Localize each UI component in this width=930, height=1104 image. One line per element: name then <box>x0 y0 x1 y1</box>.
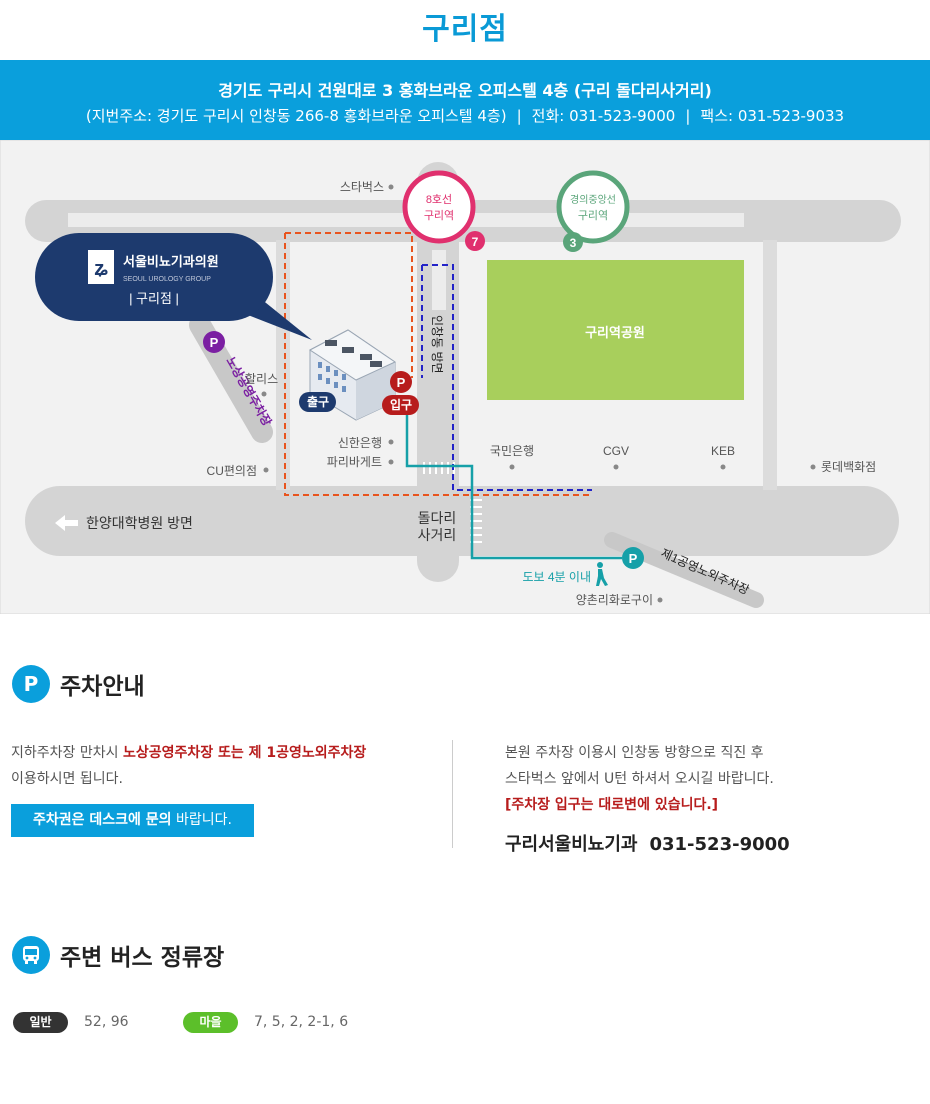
crosswalk <box>423 462 455 474</box>
clinic-parking-marker <box>390 371 412 393</box>
clinic-logo-branch: | 구리점 | <box>129 291 179 306</box>
vertical-road-median <box>432 250 446 310</box>
walking-route <box>405 410 622 560</box>
bus-type-badge: 일반 <box>13 1011 68 1033</box>
clinic-phone: 031-523-9000 <box>649 834 790 855</box>
landmark-keb: KEB <box>711 444 735 458</box>
side-lane <box>276 240 290 490</box>
side-lane <box>763 240 777 490</box>
station-name: 구리역 <box>424 209 454 222</box>
ticket-rest: 바랍니다. <box>171 812 232 828</box>
parking-info-left: 지하주차장 만차시 노상공영주차장 또는 제 1공영노외주차장 이용하시면 됩니… <box>11 740 431 792</box>
roadside-parking-marker <box>203 331 225 353</box>
separator: | <box>685 107 691 125</box>
station-line-label: 경의중앙선 <box>570 193 616 206</box>
clinic-logo-name: 서울비뇨기과의원 <box>123 254 219 269</box>
parking-letter: P <box>629 551 638 566</box>
parking-letter: P <box>210 335 219 350</box>
landmark-kookmin: 국민은행 <box>490 443 534 458</box>
page-title: 구리점 <box>422 12 508 47</box>
main-road <box>25 486 899 556</box>
crossroad-label: 사거리 <box>418 527 457 543</box>
parking-section-header: P 주차안내 <box>12 665 145 703</box>
route-blue <box>421 264 592 491</box>
road-direction-label: 한양대학병원 방면 <box>86 515 193 531</box>
walking-person-icon <box>596 562 608 586</box>
landmark-hollys: 할리스 <box>245 372 278 386</box>
entrance-badge <box>382 395 419 415</box>
entrance-label: 입구 <box>390 398 412 412</box>
landmark-cgv: CGV <box>603 444 629 458</box>
landmark-starbucks: 스타벅스 <box>340 180 384 194</box>
parking-text: 스타벅스 앞에서 U턴 하셔서 오시길 바랍니다. <box>505 771 774 787</box>
walk-time-label: 도보 4분 이내 <box>522 570 591 584</box>
location-map: 구리역공원 ʑ 서울비뇨기과의원 SEOUL UROLOGY GROUP | 구… <box>0 140 930 614</box>
clinic-logo-icon <box>88 250 114 284</box>
bus-routes: 7, 5, 2, 2-1, 6 <box>254 1014 349 1030</box>
address-banner: 경기도 구리시 건원대로 3 홍화브라운 오피스텔 4층 (구리 돌다리사거리)… <box>0 60 930 140</box>
landmark-shinhan: 신한은행 <box>338 435 382 450</box>
arrow-left-icon <box>55 515 78 531</box>
vertical-road <box>417 162 459 582</box>
parking-info-right: 본원 주차장 이용시 인창동 방향으로 직진 후 스타벅스 앞에서 U턴 하셔서… <box>505 740 925 818</box>
bus-general: 일반 52, 96 <box>13 1011 129 1033</box>
divider <box>452 740 453 848</box>
bus-section-title: 주변 버스 정류장 <box>60 945 225 971</box>
public-parking-marker <box>622 547 644 569</box>
parking-text: 지하주차장 만차시 <box>11 745 123 761</box>
side-road-label: 인창동 방면 <box>430 315 444 374</box>
exit-number: 3 <box>570 236 577 250</box>
phone-number: 전화: 031-523-9000 <box>531 107 676 125</box>
parking-section-title: 주차안내 <box>60 674 145 700</box>
bus-village: 마을 7, 5, 2, 2-1, 6 <box>183 1011 348 1033</box>
exit-badge <box>299 392 336 412</box>
address-details: (지번주소: 경기도 구리시 인창동 266-8 홍화브라운 오피스텔 4층) |… <box>0 105 930 126</box>
parking-letter: P <box>397 375 406 390</box>
station-line8: 8호선 구리역 7 <box>402 170 485 251</box>
exit-number: 7 <box>472 235 479 249</box>
station-gyeongui: 경의중앙선 구리역 3 <box>556 170 630 252</box>
crossroad-label: 돌다리 <box>418 510 457 526</box>
parking-highlight: 노상공영주차장 또는 제 1공영노외주차장 <box>122 745 367 761</box>
exit-label: 출구 <box>307 394 329 409</box>
address-jibun: (지번주소: 경기도 구리시 인창동 266-8 홍화브라운 오피스텔 4층) <box>85 107 507 125</box>
park-area <box>487 260 744 400</box>
fax-number: 팩스: 031-523-9033 <box>700 107 845 125</box>
address-road: 경기도 구리시 건원대로 3 홍화브라운 오피스텔 4층 (구리 돌다리사거리) <box>218 81 712 100</box>
bus-icon <box>12 936 50 974</box>
clinic-logo-english: SEOUL UROLOGY GROUP <box>123 276 211 283</box>
parking-warning: [주차장 입구는 대로변에 있습니다.] <box>505 797 719 813</box>
bus-routes: 52, 96 <box>84 1014 129 1030</box>
station-line-label: 8호선 <box>426 193 452 206</box>
clinic-contact: 구리서울비뇨기과 031-523-9000 <box>505 830 790 856</box>
route-orange <box>284 232 592 496</box>
parking-text: 이용하시면 됩니다. <box>11 771 123 787</box>
park-label: 구리역공원 <box>585 325 645 340</box>
parking-text: 본원 주차장 이용시 인창동 방향으로 직진 후 <box>505 745 764 761</box>
parking-icon: P <box>12 665 50 703</box>
separator: | <box>516 107 522 125</box>
landmark-cu: CU편의점 <box>207 464 257 478</box>
landmark-paris: 파리바게트 <box>327 455 382 469</box>
station-name: 구리역 <box>578 209 608 222</box>
ticket-bold: 주차권은 데스크에 문의 <box>33 812 172 828</box>
svg-text:ʑ: ʑ <box>94 258 108 280</box>
landmark-yangchon: 양촌리화로구이 <box>576 593 653 607</box>
clinic-name: 구리서울비뇨기과 <box>505 834 638 855</box>
parking-ticket-notice: 주차권은 데스크에 문의 바랍니다. <box>11 804 254 837</box>
landmark-lotte: 롯데백화점 <box>821 460 876 474</box>
bus-type-badge: 마을 <box>183 1011 238 1033</box>
bus-section-header: 주변 버스 정류장 <box>12 936 224 974</box>
